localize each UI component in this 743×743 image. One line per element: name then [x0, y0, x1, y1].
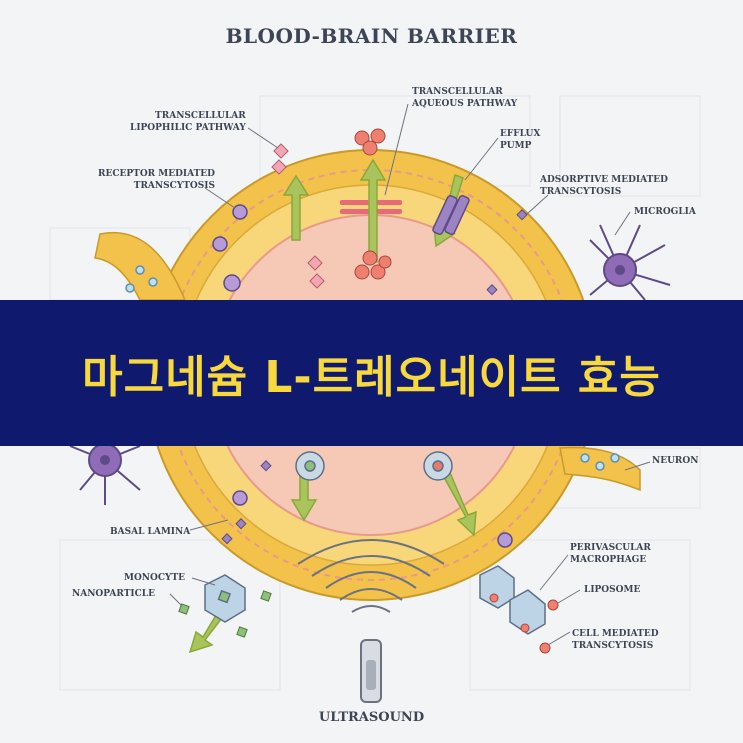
monocytes-in-wall: [295, 451, 453, 481]
label-receptor-mediated: RECEPTOR MEDIATED TRANSCYTOSIS: [98, 169, 215, 191]
label-liposome: LIPOSOME: [584, 585, 641, 595]
banner-text: 마그네슘 L-트레오네이트 효능: [82, 352, 661, 403]
label-nanoparticle: NANOPARTICLE: [72, 589, 155, 599]
label-transcellular-aqueous: TRANSCELLULAR AQUEOUS PATHWAY: [412, 87, 518, 109]
ultrasound-probe: [360, 639, 382, 703]
nanoparticles: [178, 590, 272, 638]
ultrasound-waves: [297, 539, 445, 613]
diagram-title: BLOOD-BRAIN BARRIER: [225, 24, 518, 48]
label-efflux-pump: EFFLUX PUMP: [500, 129, 541, 151]
label-monocyte: MONOCYTE: [124, 573, 186, 583]
label-neuron: NEURON: [652, 456, 699, 466]
label-ultrasound: ULTRASOUND: [318, 710, 425, 725]
neuron-foot-right: [559, 446, 641, 492]
label-cell-mediated: CELL MEDIATED TRANSCYTOSIS: [572, 629, 659, 651]
liposomes: [489, 593, 559, 654]
title-banner: 마그네슘 L-트레오네이트 효능: [0, 300, 743, 446]
microglia-cell-lower: [69, 443, 141, 505]
label-basal-lamina: BASAL LAMINA: [110, 527, 191, 537]
perivascular-macrophages: [479, 565, 546, 635]
label-leaders: [169, 103, 651, 646]
label-perivascular-macrophage: PERIVASCULAR MACROPHAGE: [570, 543, 651, 565]
label-transcellular-lipophilic: TRANSCELLULAR LIPOPHILIC PATHWAY: [130, 111, 246, 133]
efflux-pump: [432, 194, 470, 236]
label-microglia: MICROGLIA: [634, 207, 696, 217]
monocyte-external: [204, 574, 246, 623]
adsorptive-molecules: [221, 209, 528, 545]
microglia-cell: [589, 224, 671, 301]
aqueous-molecules: [354, 128, 392, 280]
label-adsorptive-mediated: ADSORPTIVE MEDIATED TRANSCYTOSIS: [540, 175, 668, 197]
astrocyte-foot-left: [94, 231, 187, 301]
receptor-vesicles: [212, 204, 513, 548]
